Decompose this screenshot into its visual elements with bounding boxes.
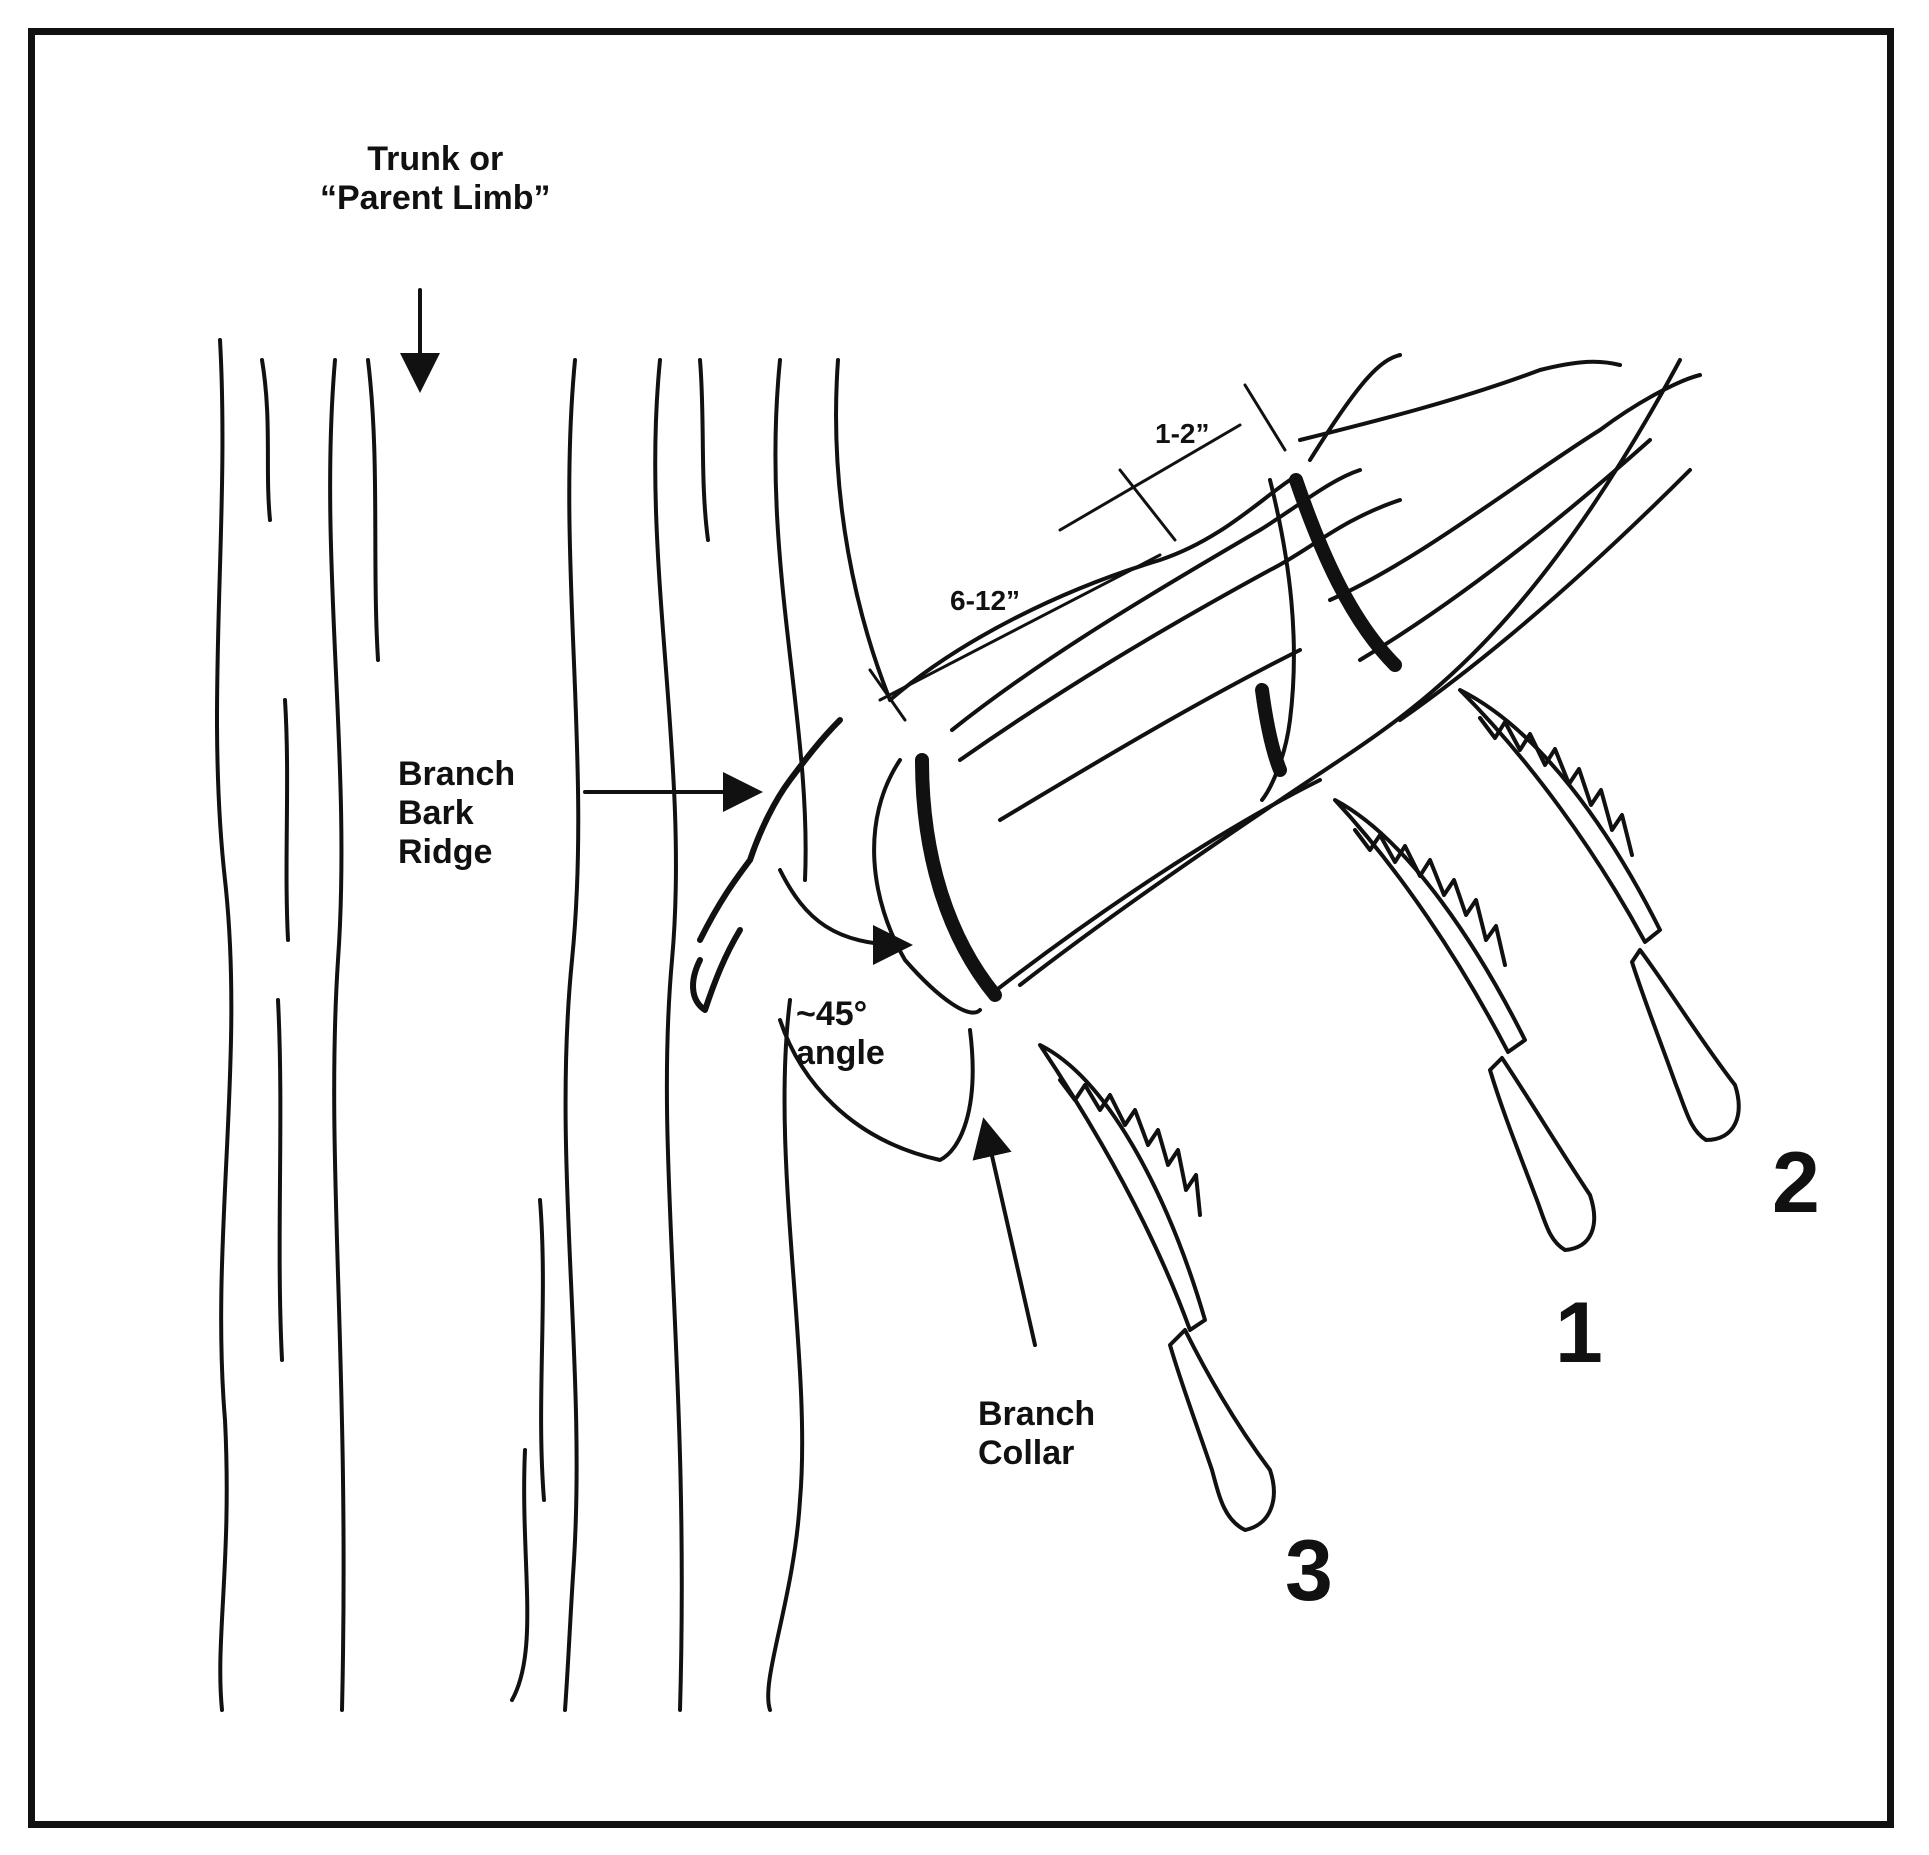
dimension-lines xyxy=(868,383,1287,722)
dim-tick-stub-end xyxy=(1118,468,1177,542)
trunk xyxy=(214,338,892,1712)
branch-top-edge-2 xyxy=(950,468,1362,732)
cut-mark-2 xyxy=(1289,473,1402,672)
dim-line-gap xyxy=(1058,423,1242,532)
trunk-bark-line-7 xyxy=(538,1198,546,1502)
branch-stub-end xyxy=(1260,478,1296,802)
collar-label-line1: Branch xyxy=(978,1395,1096,1433)
branch-inner-2 xyxy=(998,648,1302,822)
saw-icon xyxy=(1038,1043,1276,1532)
cut-marks xyxy=(915,473,1402,1002)
trunk-inner-right-2 xyxy=(698,358,710,542)
bark-ridge-label-line3: Ridge xyxy=(398,833,493,872)
trunk-bark-line-8 xyxy=(510,1448,530,1702)
trunk-bark-line-3 xyxy=(366,358,380,662)
bark-ridge-label-line2: Bark xyxy=(398,794,474,833)
angle-label-line2: angle xyxy=(796,1034,885,1073)
trunk-label-line1: Trunk or xyxy=(367,140,504,178)
branch-outer-1 xyxy=(1298,359,1622,442)
cut-number-2: 2 xyxy=(1772,1135,1820,1231)
collar-label: Branch Collar xyxy=(978,1395,1095,1473)
cut-mark-3 xyxy=(915,753,1002,1002)
trunk-bark-line-5 xyxy=(276,998,284,1362)
branch-bottom-edge xyxy=(1018,358,1682,987)
dim-tick-gap-end xyxy=(1243,383,1287,452)
trunk-bark-line-4 xyxy=(283,698,290,942)
trunk-bark-line-1 xyxy=(260,358,272,522)
dimension-gap-label: 1-2” xyxy=(1155,418,1210,449)
saw-icon xyxy=(1333,798,1597,1252)
branch-outer-4 xyxy=(1358,438,1652,662)
dim-tick-stub-start xyxy=(868,668,907,722)
cut-number-3: 3 xyxy=(1285,1523,1333,1619)
branch-outer-5 xyxy=(1398,468,1692,722)
branch-inner-1 xyxy=(958,498,1402,762)
branch-outer-3 xyxy=(1328,373,1702,602)
trunk-label: Trunk or “Parent Limb” xyxy=(320,140,550,218)
trunk-bark-line-6 xyxy=(563,358,581,1712)
bark-ridge-label-line1: Branch xyxy=(398,755,516,793)
arrows xyxy=(400,288,1037,1347)
angle-label: ~45° angle xyxy=(796,995,885,1073)
saw-icon xyxy=(1458,688,1741,1142)
collar-label-line2: Collar xyxy=(978,1434,1075,1473)
trunk-left-edge xyxy=(214,338,234,1712)
angle-label-line1: ~45° xyxy=(796,995,868,1033)
trunk-right-edge xyxy=(834,358,892,702)
trunk-label-line2: “Parent Limb” xyxy=(320,179,551,218)
dim-line-stub xyxy=(878,553,1162,702)
trunk-right-lower xyxy=(766,998,805,1712)
cut-number-1: 1 xyxy=(1555,1285,1603,1381)
collar-bulge xyxy=(778,1018,975,1162)
trunk-bark-line-2 xyxy=(328,358,346,1712)
angle-arrow-icon xyxy=(778,868,913,965)
branch-bark-ridge xyxy=(690,717,843,1013)
cut-mark-1 xyxy=(1255,683,1287,777)
collar-arrow-icon xyxy=(972,1117,1037,1347)
trunk-inner-right-1 xyxy=(653,358,684,1712)
trunk-inner-right-3 xyxy=(773,358,808,882)
branch xyxy=(778,353,1702,1162)
dimension-stub-label: 6-12” xyxy=(950,585,1021,616)
bark-ridge-label: Branch Bark Ridge xyxy=(398,755,515,872)
branch-bottom-edge-2 xyxy=(988,778,1322,997)
branch-outer-2 xyxy=(1308,353,1402,462)
